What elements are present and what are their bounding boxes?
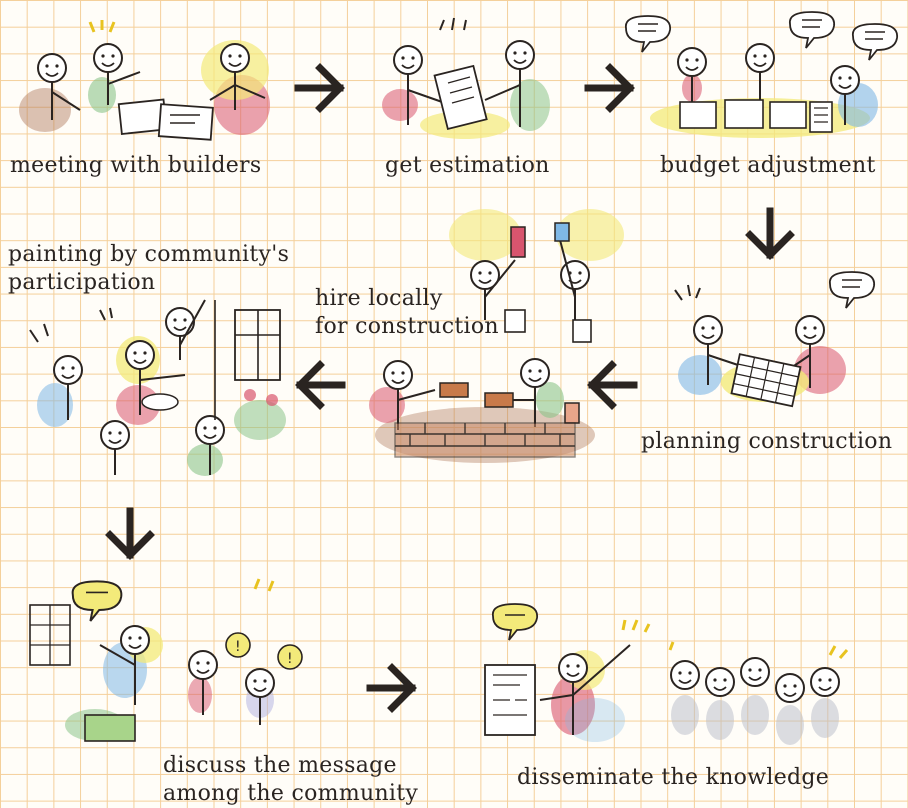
step-label-painting-line-2: participation (8, 270, 156, 295)
discuss-illustration: ! ! (25, 575, 315, 775)
disseminate-illustration (475, 590, 875, 760)
step-label-hire: hire locally for construction (315, 285, 499, 341)
svg-text:!: ! (287, 651, 293, 667)
step-label-discuss-line-2: among the community (163, 781, 419, 806)
step-label-painting: painting by community's participation (8, 241, 289, 297)
step-label-disseminate-line-1: disseminate the knowledge (517, 765, 830, 790)
step-label-meeting: meeting with builders (10, 152, 261, 180)
painting-illustration (10, 290, 290, 490)
arrow-right-icon (290, 58, 350, 118)
arrow-left-icon (290, 355, 350, 415)
estimation-illustration (370, 15, 560, 140)
step-label-budget: budget adjustment (660, 152, 876, 180)
step-label-painting-line-1: painting by community's (8, 242, 290, 267)
arrow-right-icon (362, 658, 422, 718)
step-label-planning: planning construction (641, 428, 892, 456)
arrow-down-icon (740, 205, 800, 265)
step-label-hire-line-2: for construction (315, 314, 499, 339)
step-label-meeting-line-1: meeting with builders (10, 153, 262, 178)
step-label-planning-line-1: planning construction (641, 429, 893, 454)
step-label-estimation: get estimation (385, 152, 550, 180)
svg-text:!: ! (235, 639, 241, 655)
step-label-budget-line-1: budget adjustment (660, 153, 876, 178)
meeting-illustration (10, 10, 285, 141)
budget-illustration (620, 10, 899, 145)
arrow-down-icon (100, 505, 160, 565)
step-label-hire-line-1: hire locally (315, 286, 443, 311)
step-label-discuss-line-1: discuss the message (163, 753, 397, 778)
planning-illustration (660, 270, 876, 415)
step-label-discuss: discuss the message among the community (163, 752, 418, 808)
arrow-right-icon (580, 58, 640, 118)
step-label-estimation-line-1: get estimation (385, 153, 550, 178)
step-label-disseminate: disseminate the knowledge (517, 764, 829, 792)
hire-illustration (365, 205, 640, 470)
arrow-left-icon (582, 355, 642, 415)
